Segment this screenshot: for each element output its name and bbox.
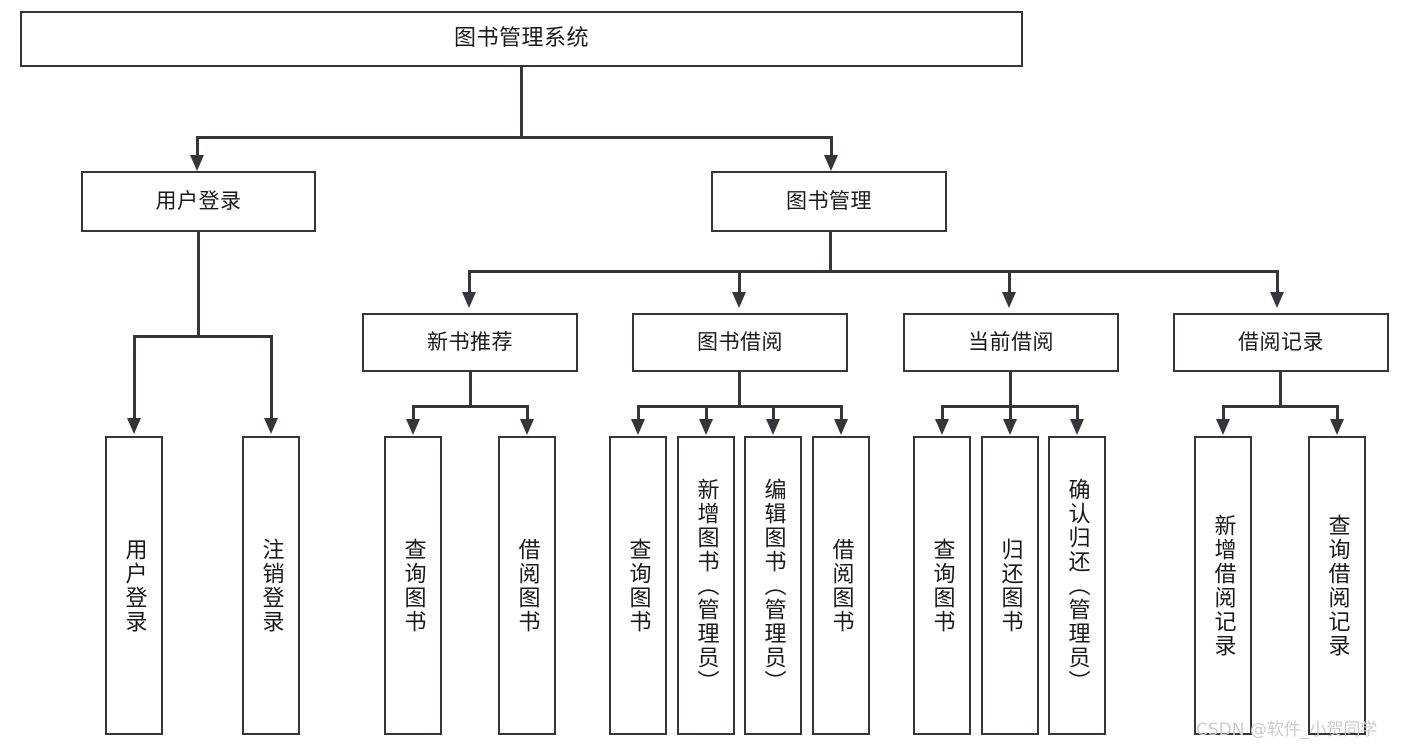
connector-br-leaf-1	[1222, 405, 1225, 422]
node-leaf-cb-query-book[interactable]: 查询图书	[913, 436, 971, 735]
node-current-borrow[interactable]: 当前借阅	[903, 313, 1119, 372]
node-label: 查询图书	[625, 537, 651, 634]
arrowhead-cb-confirm-return	[1070, 419, 1084, 435]
connector-book-borrow-stem	[738, 372, 741, 407]
connector-bm-to-borrow-record	[1276, 270, 1279, 294]
node-leaf-nb-query-book[interactable]: 查询图书	[384, 436, 442, 735]
arrowhead-nb-query-book	[406, 419, 420, 435]
connector-bb-leaf-3	[772, 405, 775, 422]
connector-book-mgmt-bus	[468, 270, 1278, 273]
node-leaf-bb-query-book[interactable]: 查询图书	[609, 436, 667, 735]
connector-bb-leaf-4	[840, 405, 843, 422]
connector-bm-to-new-book	[468, 270, 471, 294]
node-label: 图书管理	[786, 189, 872, 214]
arrowhead-new-book	[462, 292, 476, 308]
node-label: 当前借阅	[968, 330, 1054, 355]
connector-root-to-book-mgmt	[830, 136, 833, 159]
node-label: 查询图书	[929, 537, 955, 634]
connector-br-leaf-2	[1336, 405, 1339, 422]
arrowhead-br-add-record	[1216, 419, 1230, 435]
node-label: 新增借阅记录	[1210, 513, 1236, 658]
connector-cb-leaf-3	[1076, 405, 1079, 422]
arrowhead-leaf-logout	[264, 418, 278, 434]
connector-cb-leaf-1	[941, 405, 944, 422]
arrowhead-book-mgmt	[824, 155, 838, 171]
node-label: 图书管理系统	[453, 26, 589, 52]
connector-user-login-stem	[197, 232, 200, 337]
node-book-borrow[interactable]: 图书借阅	[632, 313, 848, 372]
arrowhead-book-borrow	[732, 292, 746, 308]
csdn-watermark: CSDN @软件_小贺同学	[1196, 720, 1378, 740]
connector-root-stem	[520, 67, 523, 138]
arrowhead-bb-query-book	[631, 419, 645, 435]
connector-bb-leaf-2	[705, 405, 708, 422]
connector-new-book-bus	[412, 405, 528, 408]
arrowhead-borrow-record	[1270, 292, 1284, 308]
node-leaf-br-add-record[interactable]: 新增借阅记录	[1194, 436, 1252, 735]
node-leaf-nb-borrow-book[interactable]: 借阅图书	[498, 436, 556, 735]
node-label: 编辑图书（管理员）	[760, 477, 786, 694]
arrowhead-leaf-user-login	[127, 418, 141, 434]
node-label: 借阅记录	[1238, 330, 1324, 355]
connector-book-borrow-bus	[637, 405, 842, 408]
arrowhead-bb-borrow-book	[834, 419, 848, 435]
node-leaf-cb-confirm-return[interactable]: 确认归还（管理员）	[1048, 436, 1106, 735]
arrowhead-user-login	[190, 155, 204, 171]
node-label: 用户登录	[121, 537, 147, 634]
arrowhead-cb-return-book	[1003, 419, 1017, 435]
connector-bm-to-current-borrow	[1008, 270, 1011, 294]
node-root-library-system[interactable]: 图书管理系统	[20, 11, 1023, 67]
arrowhead-bb-add-book	[699, 419, 713, 435]
node-label: 查询借阅记录	[1324, 513, 1350, 658]
node-label: 借阅图书	[514, 537, 540, 634]
node-book-management[interactable]: 图书管理	[711, 171, 947, 232]
connector-nb-leaf-2	[526, 405, 529, 422]
connector-bb-leaf-1	[637, 405, 640, 422]
node-label: 用户登录	[155, 189, 242, 214]
node-borrow-record[interactable]: 借阅记录	[1173, 313, 1389, 372]
connector-root-to-user-login	[196, 136, 199, 159]
node-label: 查询图书	[400, 537, 426, 634]
node-label: 注销登录	[258, 537, 284, 634]
node-label: 新增图书（管理员）	[693, 477, 719, 694]
connector-cb-leaf-2	[1009, 405, 1012, 422]
arrowhead-current-borrow	[1002, 292, 1016, 308]
connector-user-login-leaf-1	[133, 335, 136, 420]
connector-bm-to-book-borrow	[738, 270, 741, 294]
node-leaf-bb-edit-book[interactable]: 编辑图书（管理员）	[744, 436, 802, 735]
connector-borrow-record-bus	[1222, 405, 1338, 408]
connector-book-mgmt-stem	[829, 232, 832, 272]
connector-root-bus	[196, 136, 832, 139]
connector-user-login-bus	[133, 335, 273, 338]
node-label: 借阅图书	[828, 537, 854, 634]
node-leaf-cb-return-book[interactable]: 归还图书	[981, 436, 1039, 735]
arrowhead-cb-query-book	[935, 419, 949, 435]
node-leaf-logout[interactable]: 注销登录	[242, 436, 300, 735]
arrowhead-bb-edit-book	[766, 419, 780, 435]
connector-current-borrow-stem	[1009, 372, 1012, 407]
node-label: 确认归还（管理员）	[1064, 477, 1090, 694]
node-label: 新书推荐	[427, 330, 513, 355]
connector-user-login-leaf-2	[270, 335, 273, 420]
connector-new-book-stem	[469, 372, 472, 407]
connector-nb-leaf-1	[412, 405, 415, 422]
node-leaf-bb-add-book[interactable]: 新增图书（管理员）	[677, 436, 735, 735]
connector-borrow-record-stem	[1279, 372, 1282, 407]
node-leaf-bb-borrow-book[interactable]: 借阅图书	[812, 436, 870, 735]
node-new-book-recommend[interactable]: 新书推荐	[362, 313, 578, 372]
arrowhead-nb-borrow-book	[520, 419, 534, 435]
node-leaf-user-login[interactable]: 用户登录	[105, 436, 163, 735]
node-label: 图书借阅	[697, 330, 783, 355]
node-user-login[interactable]: 用户登录	[81, 171, 316, 232]
arrowhead-br-query-record	[1330, 419, 1344, 435]
node-leaf-br-query-record[interactable]: 查询借阅记录	[1308, 436, 1366, 735]
node-label: 归还图书	[997, 537, 1023, 634]
